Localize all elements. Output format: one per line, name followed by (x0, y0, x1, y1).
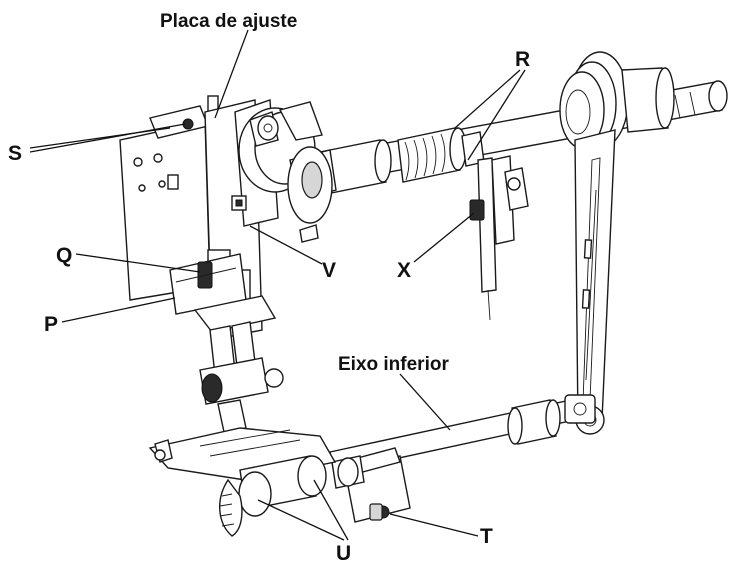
label-v: V (322, 259, 336, 282)
upper-cam-gear (238, 101, 337, 243)
knob-assembly (199, 357, 284, 433)
worm-gear-r (397, 127, 467, 183)
label-x: X (397, 259, 411, 282)
label-eixo-inferior: Eixo inferior (338, 354, 449, 375)
label-q: Q (56, 244, 72, 267)
label-p: P (44, 313, 58, 336)
label-s: S (8, 142, 22, 165)
callout-lines (29, 29, 526, 541)
label-t: T (480, 525, 493, 548)
label-placa-de-ajuste: Placa de ajuste (160, 11, 297, 32)
lower-block-t (331, 447, 411, 523)
pulley (559, 51, 675, 149)
connecting-arm (574, 129, 616, 435)
needle-bar-assembly (469, 155, 529, 321)
label-u: U (336, 542, 351, 565)
label-r: R (515, 48, 530, 71)
lower-hook-u (219, 455, 327, 537)
